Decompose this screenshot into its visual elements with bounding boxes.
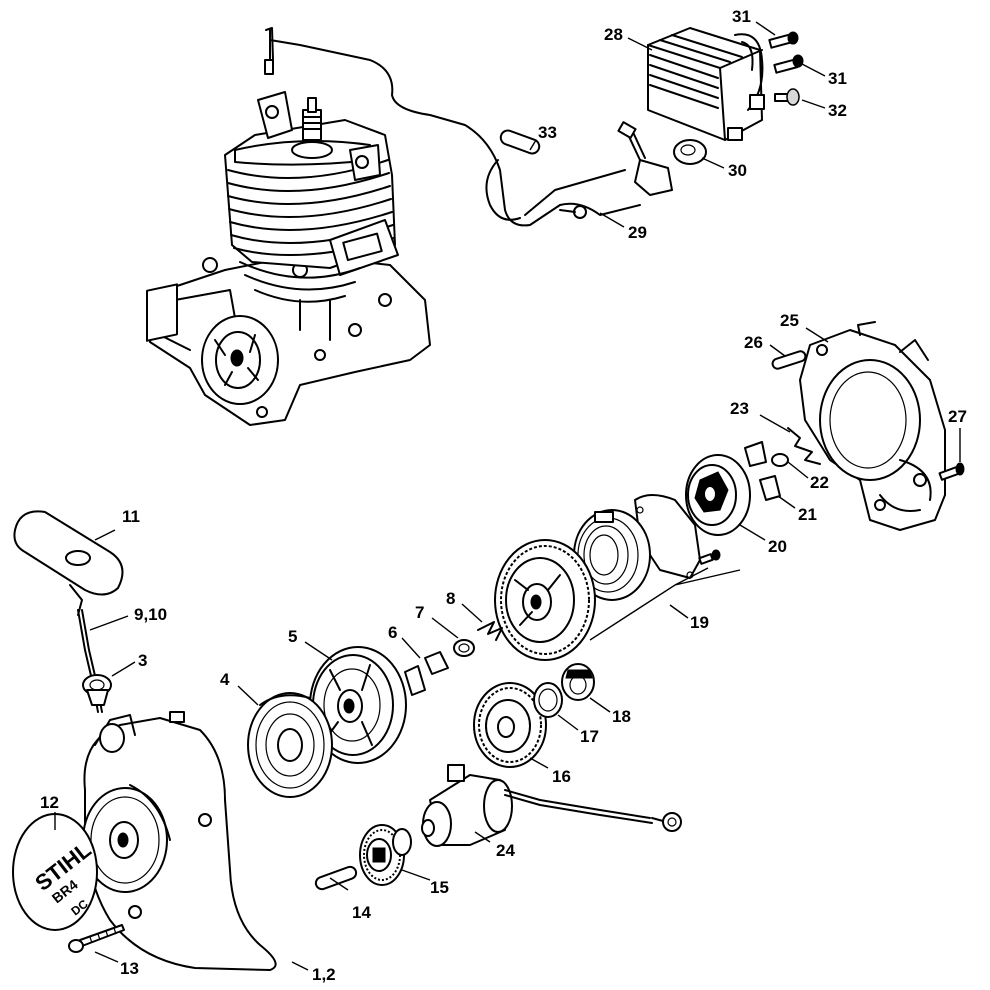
pawl-22b: [744, 441, 767, 467]
label-25: 25: [780, 311, 799, 330]
label-8: 8: [446, 589, 455, 608]
grommet-30: [673, 139, 707, 165]
label-21: 21: [798, 505, 817, 524]
label-1-2: 1,2: [312, 965, 336, 984]
spring-clip-23: [787, 427, 821, 465]
screw-31b: [773, 54, 804, 74]
washer-17: [533, 682, 563, 718]
label-30: 30: [728, 161, 747, 180]
label-29: 29: [628, 223, 647, 242]
label-33: 33: [538, 123, 557, 142]
engine-cylinder-assembly: [146, 91, 431, 426]
pawl-6a: [424, 651, 449, 675]
label-22: 22: [810, 473, 829, 492]
ignition-lead-assembly: [264, 27, 673, 227]
screw-32: [774, 88, 800, 106]
starter-grip-11: [13, 510, 124, 616]
fan-housing-25: [799, 321, 946, 531]
spring-cover-4: [247, 692, 333, 798]
label-14: 14: [352, 903, 371, 922]
pin-26: [771, 350, 807, 370]
rope-pulley-5: [309, 646, 407, 764]
label-20: 20: [768, 537, 787, 556]
washer-7: [453, 639, 475, 657]
washer-22: [771, 453, 789, 467]
screw-19: [698, 549, 721, 565]
label-9-10: 9,10: [134, 605, 167, 624]
label-18: 18: [612, 707, 631, 726]
stihl-badge-12: STIHL BR4 DC: [12, 813, 98, 931]
screw-27: [938, 462, 965, 481]
label-12: 12: [40, 793, 59, 812]
bracket-19: [589, 567, 741, 641]
gear-16: [473, 682, 547, 768]
label-19: 19: [690, 613, 709, 632]
starter-motor-24: [421, 764, 682, 847]
label-3: 3: [138, 651, 147, 670]
label-17: 17: [580, 727, 599, 746]
label-23: 23: [730, 399, 749, 418]
label-4: 4: [220, 670, 230, 689]
label-31a: 31: [732, 7, 751, 26]
pawl-6b: [404, 665, 426, 696]
label-24: 24: [496, 841, 515, 860]
label-32: 32: [828, 101, 847, 120]
label-26: 26: [744, 333, 763, 352]
spring-8: [477, 621, 503, 641]
callout-labels: 1,2 3 4 5 6 7 8 9,10 11 12 13 14 15 16 1…: [40, 7, 967, 984]
label-7: 7: [415, 603, 424, 622]
label-16: 16: [552, 767, 571, 786]
starter-housing-1-2: [82, 711, 277, 971]
label-6: 6: [388, 623, 397, 642]
gear-15: [359, 824, 412, 886]
label-28: 28: [604, 25, 623, 44]
label-11: 11: [122, 507, 140, 526]
label-27: 27: [948, 407, 967, 426]
label-13: 13: [120, 959, 139, 978]
rope-rotor-20: [685, 454, 751, 536]
label-15: 15: [430, 878, 449, 897]
pawl-21: [759, 475, 781, 501]
pin-14: [314, 865, 358, 891]
freewheel-18: [561, 663, 595, 701]
grommet-3: [82, 674, 112, 706]
leader-lines: [54, 21, 961, 971]
screw-13: [68, 924, 125, 953]
label-31b: 31: [828, 69, 847, 88]
large-gear-wheel: [494, 539, 596, 661]
screw-31a: [768, 31, 799, 49]
ignition-module-28: [647, 27, 765, 141]
label-5: 5: [288, 627, 297, 646]
